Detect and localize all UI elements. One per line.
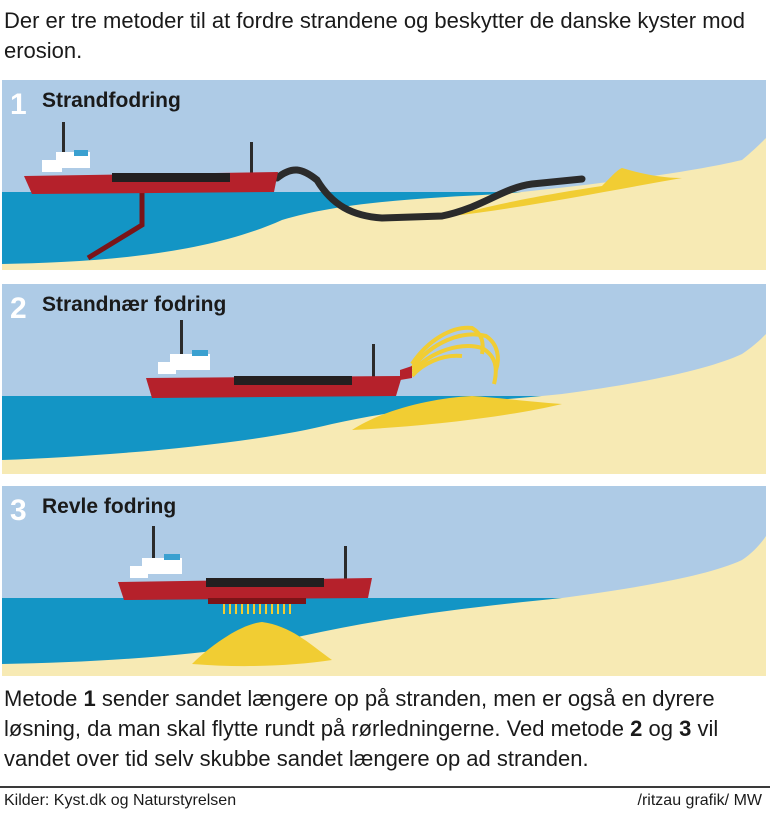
method-number-1: 1 (84, 686, 96, 711)
method-number-2: 2 (630, 716, 642, 741)
divider (0, 786, 770, 788)
credit-text: /ritzau grafik/ MW (638, 792, 762, 810)
panel-1-illustration: 1 Strandfodring (2, 80, 766, 270)
panel-3-title: Revle fodring (42, 495, 176, 518)
panel-revle-fodring: 3 Revle fodring (2, 486, 766, 676)
heading: Der er tre metoder til at fordre strande… (4, 6, 764, 66)
method-number-3: 3 (679, 716, 691, 741)
source-text: Kilder: Kyst.dk og Naturstyrelsen (4, 792, 236, 810)
explanation-text: Metode 1 sender sandet længere op på str… (4, 684, 766, 774)
panel-1-title: Strandfodring (42, 89, 181, 112)
panel-3-number: 3 (10, 494, 27, 527)
panel-2-number: 2 (10, 292, 27, 325)
explanation-part-2: sender sandet længere op på stranden, me… (4, 686, 715, 741)
explanation-part-1: Metode (4, 686, 84, 711)
panel-2-illustration: 2 Strandnær fodring (2, 284, 766, 474)
panel-strandfodring: 1 Strandfodring (2, 80, 766, 270)
panel-strandnaer-fodring: 2 Strandnær fodring (2, 284, 766, 474)
panel-1-number: 1 (10, 88, 27, 121)
explanation-part-3: og (642, 716, 679, 741)
panel-3-illustration: 3 Revle fodring (2, 486, 766, 676)
panel-2-title: Strandnær fodring (42, 293, 226, 316)
